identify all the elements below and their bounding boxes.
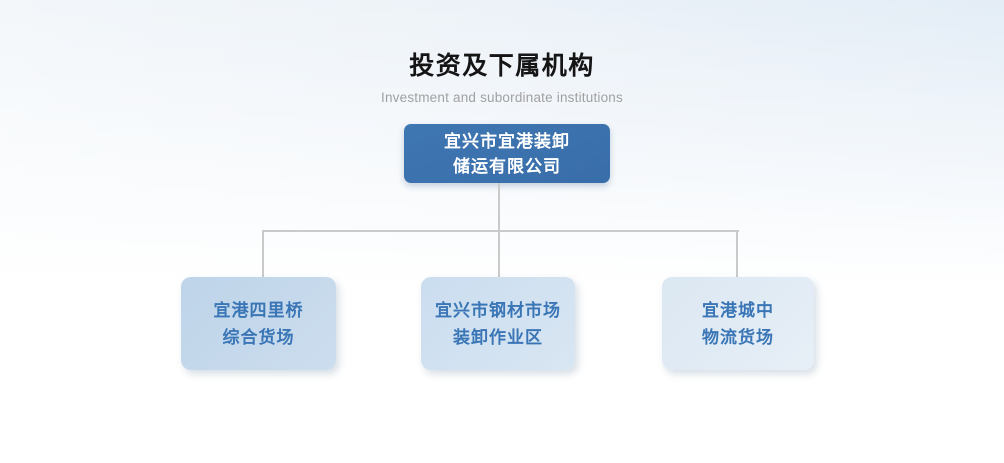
section-header: 投资及下属机构 Investment and subordinate insti… xyxy=(0,46,1004,105)
connector-horizontal-bar xyxy=(262,230,739,232)
section-subtitle: Investment and subordinate institutions xyxy=(381,90,623,105)
connector-root-stem xyxy=(498,183,500,231)
org-child-2-name-line2: 装卸作业区 xyxy=(453,327,543,347)
org-child-box-3: 宜港城中 物流货场 xyxy=(662,277,814,370)
org-child-box-1: 宜港四里桥 综合货场 xyxy=(181,277,336,370)
section-title: 投资及下属机构 xyxy=(409,52,595,80)
org-root-name-line2: 储运有限公司 xyxy=(453,156,561,176)
org-root-name-line1: 宜兴市宜港装卸 xyxy=(444,131,570,151)
org-child-box-2: 宜兴市钢材市场 装卸作业区 xyxy=(421,277,575,370)
connector-drop-right xyxy=(736,230,738,277)
connector-drop-left xyxy=(262,230,264,277)
connector-drop-middle xyxy=(498,230,500,277)
org-child-2-name-line1: 宜兴市钢材市场 xyxy=(435,300,561,320)
org-child-3-name-line2: 物流货场 xyxy=(702,327,774,347)
org-child-3-name-line1: 宜港城中 xyxy=(702,300,774,320)
org-child-1-name-line1: 宜港四里桥 xyxy=(213,300,304,320)
org-child-1-name-line2: 综合货场 xyxy=(222,327,295,347)
org-root-box: 宜兴市宜港装卸 储运有限公司 xyxy=(404,124,610,183)
